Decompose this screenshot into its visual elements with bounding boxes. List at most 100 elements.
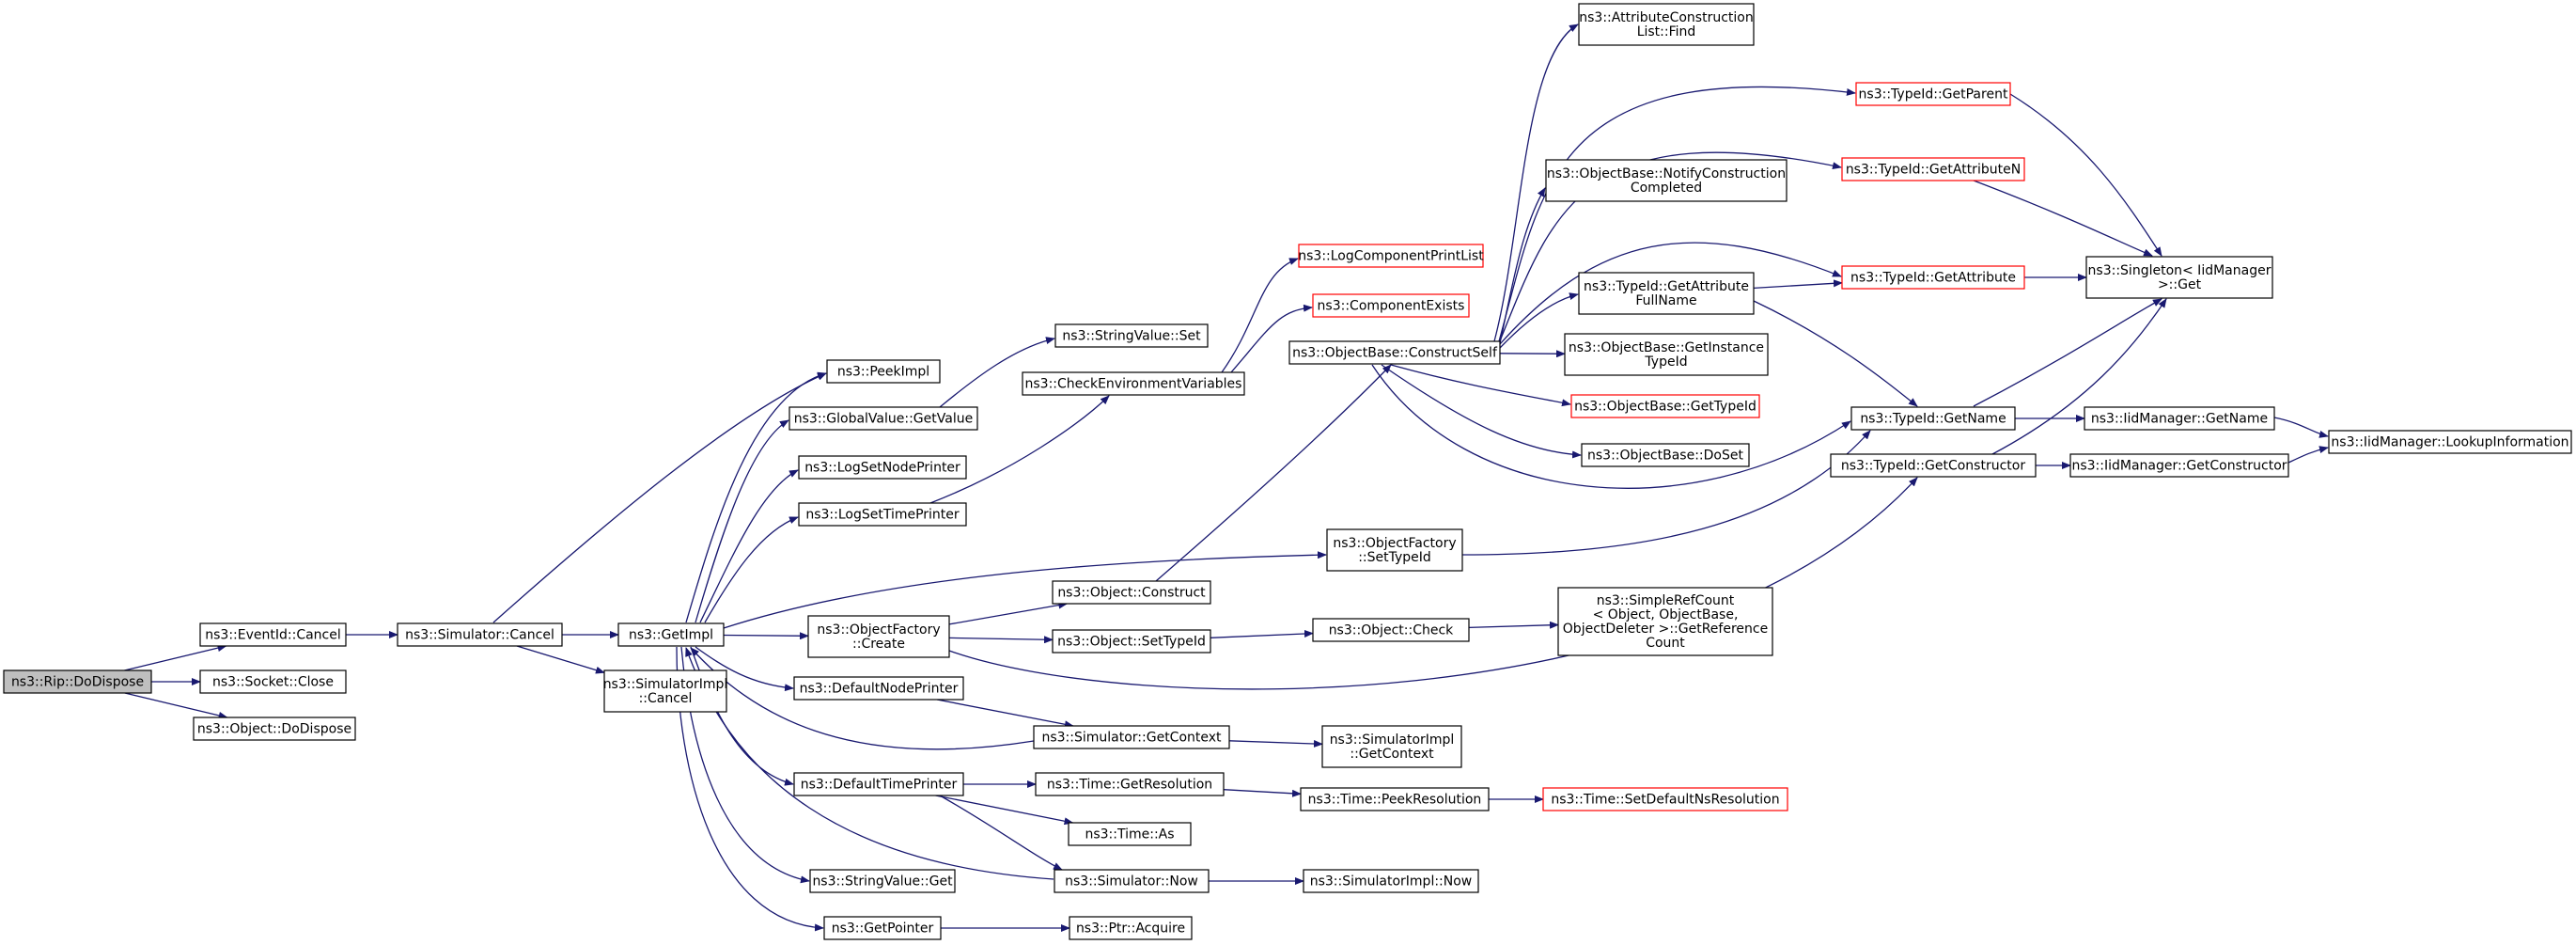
node-label: Completed: [1631, 181, 1702, 196]
node-label: ns3::EventId::Cancel: [205, 628, 341, 643]
node-iidmanager_lookupinformation[interactable]: ns3::IidManager::LookupInformation: [2328, 430, 2572, 454]
node-simulatorimpl_getcontext[interactable]: ns3::SimulatorImpl::GetContext: [1321, 725, 1462, 768]
node-typeid_getparent[interactable]: ns3::TypeId::GetParent: [1855, 82, 2011, 106]
node-stringvalue_set[interactable]: ns3::StringValue::Set: [1054, 323, 1209, 348]
node-peekimpl[interactable]: ns3::PeekImpl: [826, 359, 941, 384]
edge-defaultnodeprinter-to-simulator_getcontext: [936, 699, 1074, 729]
node-objectfactory_create[interactable]: ns3::ObjectFactory::Create: [807, 615, 950, 658]
node-simplerefcount_getreferencecount[interactable]: ns3::SimpleRefCount< Object, ObjectBase,…: [1557, 587, 1773, 656]
edge-objectbase_constructself-to-typeid_getname: [1371, 364, 1851, 489]
node-ptr_acquire[interactable]: ns3::Ptr::Acquire: [1069, 916, 1193, 940]
node-label: ns3::IidManager::LookupInformation: [2331, 435, 2568, 450]
node-box: [1841, 157, 2025, 181]
node-box: [798, 455, 967, 480]
node-box: [1545, 159, 1788, 202]
node-label: ns3::ObjectBase::DoSet: [1587, 449, 1743, 464]
node-label: ns3::ObjectBase::GetTypeId: [1574, 400, 1756, 415]
node-getpointer[interactable]: ns3::GetPointer: [823, 916, 942, 940]
node-singleton_get[interactable]: ns3::Singleton< IidManager >::Get: [2085, 256, 2273, 299]
node-time_as[interactable]: ns3::Time::As: [1068, 822, 1192, 846]
node-box: [1542, 787, 1788, 811]
node-box: [1312, 618, 1470, 642]
node-label: ns3::PeekImpl: [837, 365, 929, 380]
node-label: ns3::Time::PeekResolution: [1308, 793, 1482, 808]
node-label: ns3::ObjectBase::NotifyConstruction: [1547, 166, 1786, 181]
node-socket_close[interactable]: ns3::Socket::Close: [199, 669, 347, 694]
node-globalvalue_getvalue[interactable]: ns3::GlobalValue::GetValue: [788, 406, 978, 431]
node-object_construct[interactable]: ns3::Object::Construct: [1052, 580, 1211, 605]
node-typeid_getname[interactable]: ns3::TypeId::GetName: [1850, 406, 2016, 431]
node-label: ns3::LogSetNodePrinter: [804, 461, 960, 476]
node-simulatorimpl_now[interactable]: ns3::SimulatorImpl::Now: [1303, 869, 1479, 893]
node-checkenvvars[interactable]: ns3::CheckEnvironmentVariables: [1022, 371, 1245, 396]
node-label: TypeId: [1644, 354, 1687, 370]
node-box: [2328, 430, 2572, 454]
edge-globalvalue_getvalue-to-stringvalue_set: [939, 337, 1055, 408]
node-label: ns3::Time::GetResolution: [1047, 778, 1212, 793]
node-box: [1578, 272, 1755, 315]
node-box: [809, 869, 956, 893]
node-box: [1570, 394, 1760, 418]
edge-getimpl-to-logsettimeprinter: [704, 516, 799, 623]
node-label: ns3::TypeId::GetAttribute: [1584, 279, 1749, 294]
edge-rip_dodispose-to-object_dodispose: [124, 692, 228, 719]
node-box: [1068, 822, 1192, 846]
node-objectbase_doset[interactable]: ns3::ObjectBase::DoSet: [1581, 443, 1750, 467]
node-objectfactory_settypeid[interactable]: ns3::ObjectFactory::SetTypeId: [1326, 528, 1463, 572]
edge-checkenvvars-to-componentexists: [1230, 304, 1313, 373]
node-defaulttimeprinter[interactable]: ns3::DefaultTimePrinter: [793, 772, 964, 796]
node-objectbase_constructself[interactable]: ns3::ObjectBase::ConstructSelf: [1288, 340, 1501, 365]
node-typeid_getattribute[interactable]: ns3::TypeId::GetAttribute: [1841, 265, 2025, 290]
edge-time_getresolution-to-time_peekresolution: [1223, 789, 1302, 797]
node-label: ns3::IidManager::GetConstructor: [2071, 459, 2287, 474]
node-simulator_cancel[interactable]: ns3::Simulator::Cancel: [397, 622, 563, 647]
edge-typeid_getattributen-to-singleton_get: [1973, 180, 2153, 257]
node-label: ::SetTypeId: [1358, 550, 1431, 565]
node-box: [1288, 340, 1501, 365]
node-time_getresolution[interactable]: ns3::Time::GetResolution: [1035, 772, 1225, 796]
edge-iidmanager_getconstructor-to-iidmanager_lookupinformation: [2287, 446, 2329, 464]
node-object_settypeid[interactable]: ns3::Object::SetTypeId: [1052, 629, 1211, 654]
node-label: ns3::LogSetTimePrinter: [805, 508, 960, 523]
node-time_setdefaultnsresolution[interactable]: ns3::Time::SetDefaultNsResolution: [1542, 787, 1788, 811]
edge-object_check-to-simplerefcount_getreferencecount: [1468, 621, 1559, 629]
node-label: ns3::Simulator::Cancel: [405, 628, 554, 643]
node-box: [823, 916, 942, 940]
node-simulatorimpl_cancel[interactable]: ns3::SimulatorImpl::Cancel: [603, 669, 728, 713]
node-defaultnodeprinter[interactable]: ns3::DefaultNodePrinter: [793, 676, 964, 701]
edge-getimpl-to-logsetnodeprinter: [699, 469, 799, 623]
node-objectbase_gettypeid[interactable]: ns3::ObjectBase::GetTypeId: [1570, 394, 1760, 418]
edge-objectbase_constructself-to-attrconstructionlist_find: [1493, 24, 1579, 342]
node-object_check[interactable]: ns3::Object::Check: [1312, 618, 1470, 642]
node-logsettimeprinter[interactable]: ns3::LogSetTimePrinter: [798, 502, 967, 527]
node-typeid_getconstructor[interactable]: ns3::TypeId::GetConstructor: [1830, 453, 2037, 478]
node-label: ns3::SimulatorImpl: [1330, 732, 1455, 748]
node-logsetnodeprinter[interactable]: ns3::LogSetNodePrinter: [798, 455, 967, 480]
node-simulator_getcontext[interactable]: ns3::Simulator::GetContext: [1033, 725, 1230, 749]
node-logcomponentprintlist[interactable]: ns3::LogComponentPrintList: [1298, 244, 1484, 268]
node-label: ns3::AttributeConstruction: [1579, 10, 1753, 25]
node-componentexists[interactable]: ns3::ComponentExists: [1312, 293, 1470, 318]
node-eventid_cancel[interactable]: ns3::EventId::Cancel: [199, 622, 347, 647]
edge-defaulttimeprinter-to-simulator_now: [939, 795, 1063, 871]
node-label: ns3::StringValue::Set: [1062, 329, 1201, 344]
node-simulator_now[interactable]: ns3::Simulator::Now: [1054, 869, 1210, 893]
node-object_dodispose[interactable]: ns3::Object::DoDispose: [193, 717, 356, 741]
node-iidmanager_getname[interactable]: ns3::IidManager::GetName: [2084, 406, 2275, 431]
node-typeid_getattributen[interactable]: ns3::TypeId::GetAttributeN: [1841, 157, 2025, 181]
node-objectbase_notifyconstructioncompleted[interactable]: ns3::ObjectBase::NotifyConstructionCompl…: [1545, 159, 1788, 202]
node-box: [2085, 256, 2273, 299]
node-box: [793, 772, 964, 796]
node-getimpl[interactable]: ns3::GetImpl: [617, 622, 725, 647]
node-iidmanager_getconstructor[interactable]: ns3::IidManager::GetConstructor: [2069, 453, 2289, 478]
node-label: ns3::Object::DoDispose: [197, 722, 351, 737]
node-label: ns3::ObjectBase::GetInstance: [1569, 340, 1764, 355]
node-label: ns3::GetPointer: [832, 921, 934, 937]
node-stringvalue_get[interactable]: ns3::StringValue::Get: [809, 869, 956, 893]
node-box: [199, 669, 347, 694]
edge-rip_dodispose-to-eventid_cancel: [124, 644, 227, 671]
node-time_peekresolution[interactable]: ns3::Time::PeekResolution: [1300, 787, 1490, 811]
